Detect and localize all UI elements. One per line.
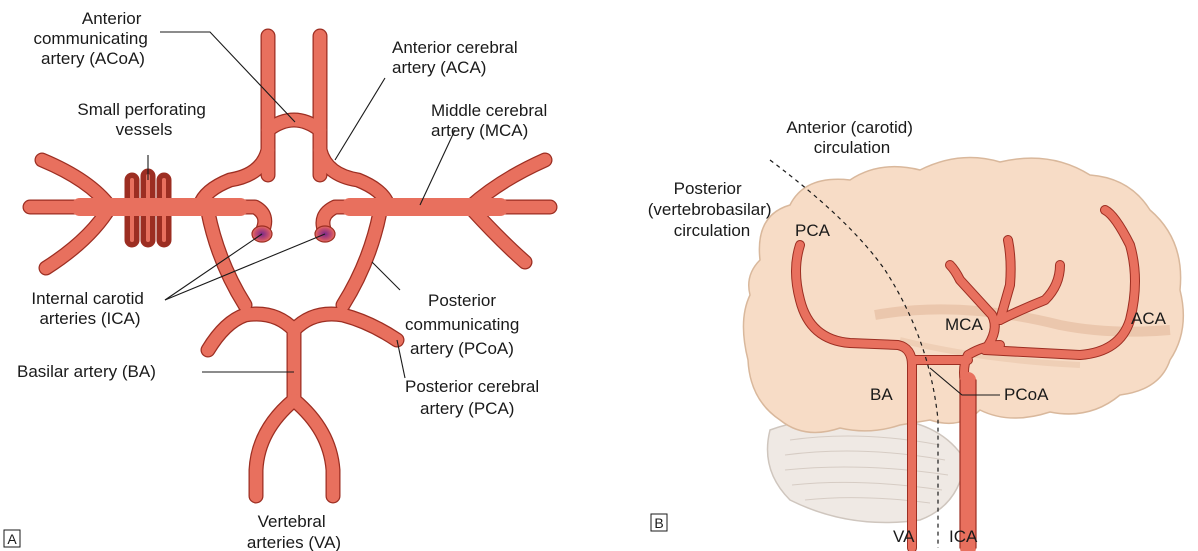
panel-a-labels: Anterior communicating artery (ACoA) Sma…	[17, 9, 552, 551]
panel-a-diagram: Anterior communicating artery (ACoA) Sma…	[4, 9, 552, 551]
panel-b-letter: B	[654, 515, 663, 531]
pca-b-label: PCA	[795, 221, 831, 240]
anterior-circulation-label: Anterior (carotid) circulation	[786, 118, 917, 157]
mca-label: Middle cerebral artery (MCA)	[431, 101, 552, 140]
cerebellum	[768, 418, 966, 523]
mca-b-label: MCA	[945, 315, 983, 334]
ba-label: Basilar artery (BA)	[17, 362, 156, 381]
ica-label: Internal carotid arteries (ICA)	[31, 289, 148, 328]
va-b-label: VA	[893, 527, 915, 546]
pca-label: Posterior cerebral artery (PCA)	[405, 377, 544, 418]
aca-b-label: ACA	[1131, 309, 1167, 328]
ba-b-label: BA	[870, 385, 893, 404]
pcoa-label: Posterior communicating artery (PCoA)	[405, 291, 524, 358]
ica-b-label: ICA	[949, 527, 978, 546]
panel-a-letter: A	[7, 531, 17, 547]
aca-label: Anterior cerebral artery (ACA)	[392, 38, 522, 77]
posterior-circulation-label: Posterior (vertebrobasilar) circulation	[648, 179, 777, 240]
panel-b-letter-box: B	[651, 514, 667, 531]
small-perforating-label: Small perforating vessels	[77, 100, 210, 139]
va-label: Vertebral arteries (VA)	[247, 512, 341, 551]
panel-b-diagram: Anterior (carotid) circulation Posterior…	[648, 118, 1184, 548]
pcoa-b-label: PCoA	[1004, 385, 1049, 404]
panel-a-letter-box: A	[4, 530, 20, 547]
acoa-label: Anterior communicating artery (ACoA)	[33, 9, 152, 68]
